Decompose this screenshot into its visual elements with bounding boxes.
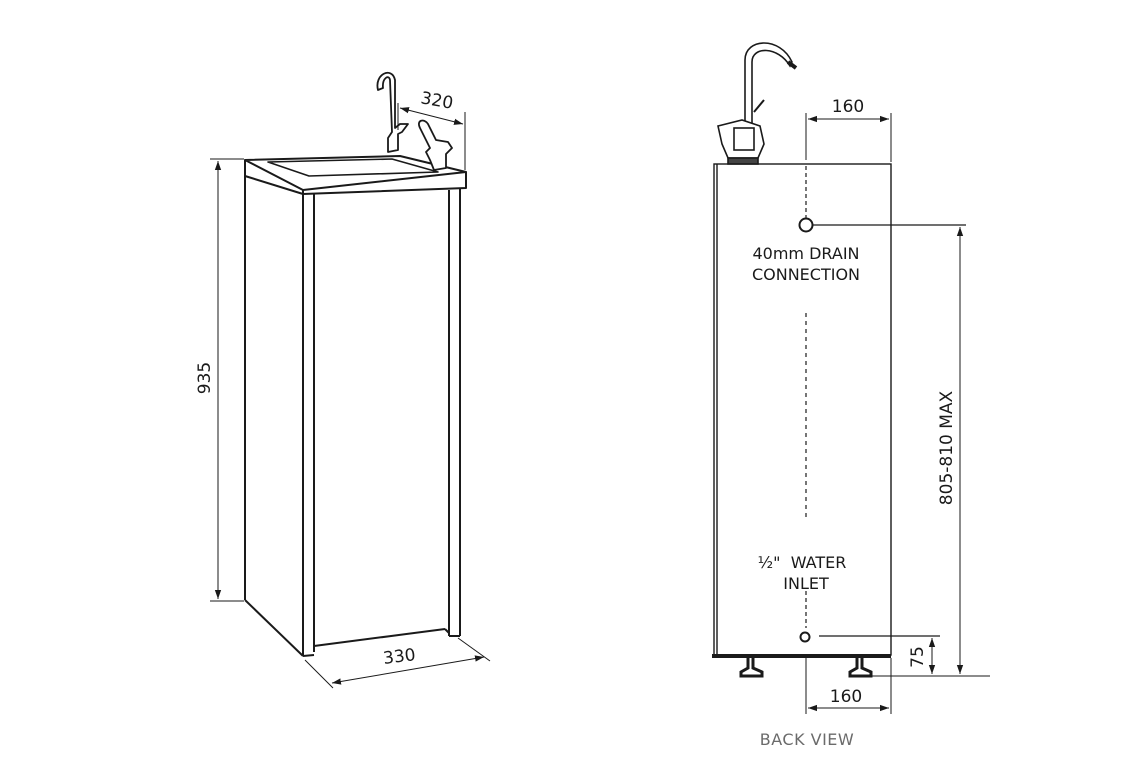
drain-label-line1: 40mm DRAIN (752, 244, 859, 263)
drain-label-line2: CONNECTION (752, 265, 860, 284)
back-view-caption: BACK VIEW (760, 730, 854, 749)
adjustable-feet (739, 658, 873, 678)
width-dimension-label: 330 (382, 645, 417, 669)
drain-connection (798, 166, 966, 520)
top-offset-dimension (805, 113, 892, 162)
inlet-height-dimension (872, 638, 990, 677)
cabinet-back-panel (712, 163, 892, 658)
cabinet-left-side (244, 176, 304, 657)
front-frame (302, 189, 461, 657)
height-dimension-label: 935 (195, 362, 215, 394)
depth-dimension-label: 320 (419, 88, 454, 113)
width-dimension (304, 637, 491, 689)
isometric-view (210, 71, 491, 689)
back-tap-icon (717, 42, 798, 165)
height-dimension (210, 158, 244, 602)
bottom-offset-dimension (805, 656, 892, 714)
water-inlet (799, 591, 940, 643)
bottom-offset-dimension-label: 160 (830, 687, 862, 707)
drain-height-dimension-label: 805-810 MAX (937, 390, 957, 505)
inlet-height-dimension-label: 75 (908, 646, 928, 668)
depth-dimension (397, 103, 466, 170)
back-view (712, 42, 990, 714)
inlet-label-line1: ½" WATER (758, 553, 847, 572)
top-offset-dimension-label: 160 (832, 97, 864, 117)
inlet-label-line2: INLET (783, 574, 829, 593)
